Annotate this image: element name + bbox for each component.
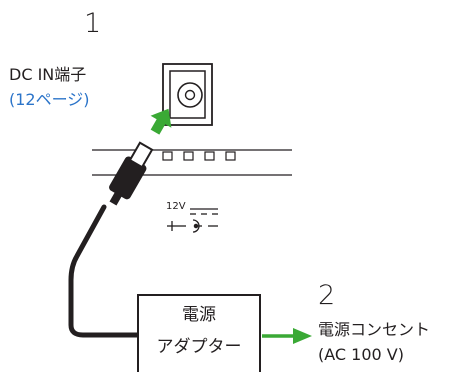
dc-in-jack — [162, 63, 213, 126]
outlet-voltage: (AC 100 V) — [318, 345, 404, 364]
page-reference-link[interactable]: (12ページ) — [9, 90, 90, 109]
dc-in-label: DC IN端子 — [9, 65, 87, 84]
outlet-arrow — [262, 328, 312, 344]
step-1-number: 1 — [84, 8, 102, 39]
step-2-number: 2 — [318, 280, 336, 311]
insert-arrow — [150, 108, 172, 135]
adapter-label-line1: 電源 — [182, 305, 216, 325]
power-adapter-box — [137, 294, 261, 372]
power-cable — [68, 204, 140, 338]
voltage-label: 12V — [166, 201, 186, 212]
adapter-label-line2: アダプター — [156, 337, 242, 357]
dc-plug — [109, 141, 154, 206]
polarity-symbol — [167, 208, 218, 233]
panel-slots — [162, 151, 236, 161]
outlet-label: 電源コンセント — [318, 320, 431, 339]
